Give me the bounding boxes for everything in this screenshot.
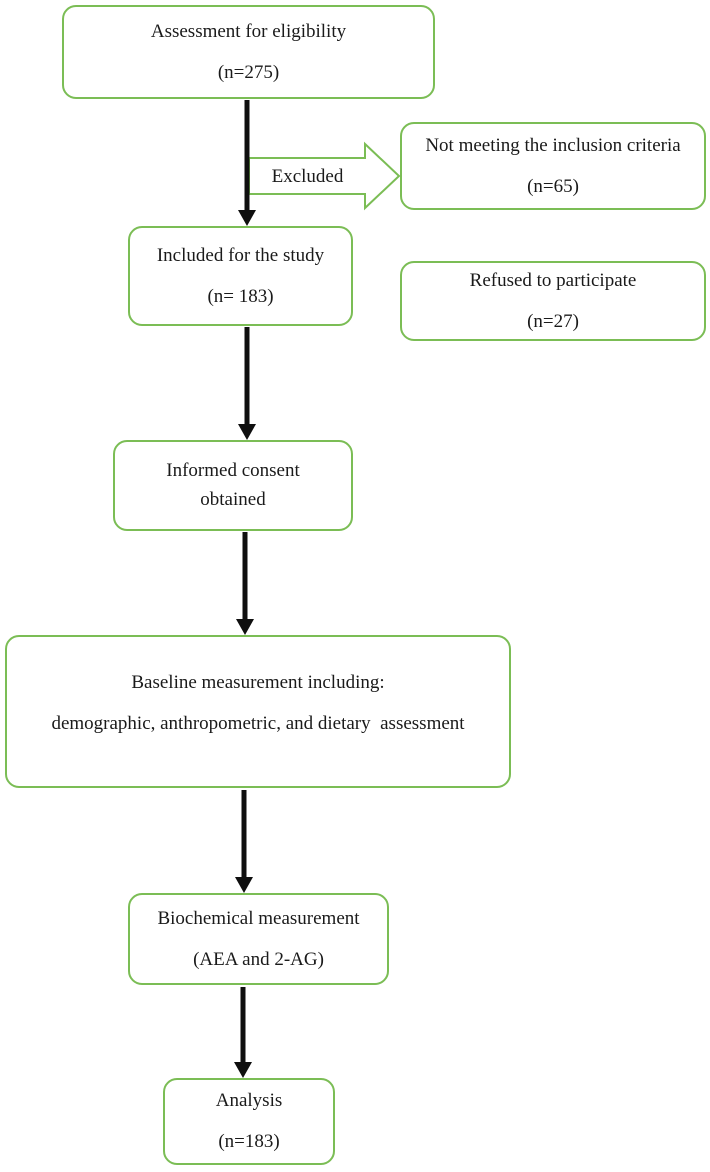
box-included-for-study: Included for the study (n= 183) <box>128 226 353 326</box>
box-refused-count: (n=27) <box>527 310 579 332</box>
box-biochemical-measurement: Biochemical measurement (AEA and 2-AG) <box>128 893 389 985</box>
box-refused-line1: Refused to participate <box>469 269 637 291</box>
box-informed-consent-obtained: Informed consent obtained <box>113 440 353 531</box>
box-not-meeting-count: (n=65) <box>527 175 579 197</box>
box-biochemical-line2: (AEA and 2-AG) <box>193 948 324 970</box>
box-biochemical-line1: Biochemical measurement <box>157 907 360 929</box>
arrow-included-to-informed <box>238 327 256 440</box>
box-assessment-count: (n=275) <box>217 61 280 83</box>
arrow-biochemical-to-analysis <box>234 987 252 1078</box>
box-refused-to-participate: Refused to participate (n=27) <box>400 261 706 341</box>
box-informed-line1: Informed consent <box>166 460 300 482</box>
box-analysis: Analysis (n=183) <box>163 1078 335 1165</box>
box-included-line1: Included for the study <box>156 244 325 266</box>
box-analysis-count: (n=183) <box>218 1131 280 1152</box>
box-baseline-measurement: Baseline measurement including: demograp… <box>5 635 511 788</box>
excluded-arrow-label: Excluded <box>271 166 344 187</box>
box-included-count: (n= 183) <box>207 285 274 307</box>
box-baseline-line2: demographic, anthropometric, and dietary… <box>51 713 465 734</box>
arrow-assessment-to-included <box>238 100 256 226</box>
box-assessment-line1: Assessment for eligibility <box>150 20 347 42</box>
box-assessment-for-eligibility: Assessment for eligibility (n=275) <box>62 5 435 99</box>
arrow-baseline-to-biochemical <box>235 790 253 893</box>
box-not-meeting-line1: Not meeting the inclusion criteria <box>425 134 681 156</box>
box-baseline-line1: Baseline measurement including: <box>131 672 385 694</box>
box-not-meeting-inclusion-criteria: Not meeting the inclusion criteria (n=65… <box>400 122 706 210</box>
arrow-informed-to-baseline <box>236 532 254 635</box>
box-analysis-line1: Analysis <box>215 1090 283 1112</box>
excluded-block-arrow-icon <box>248 141 401 211</box>
box-informed-line2: obtained <box>200 489 266 510</box>
